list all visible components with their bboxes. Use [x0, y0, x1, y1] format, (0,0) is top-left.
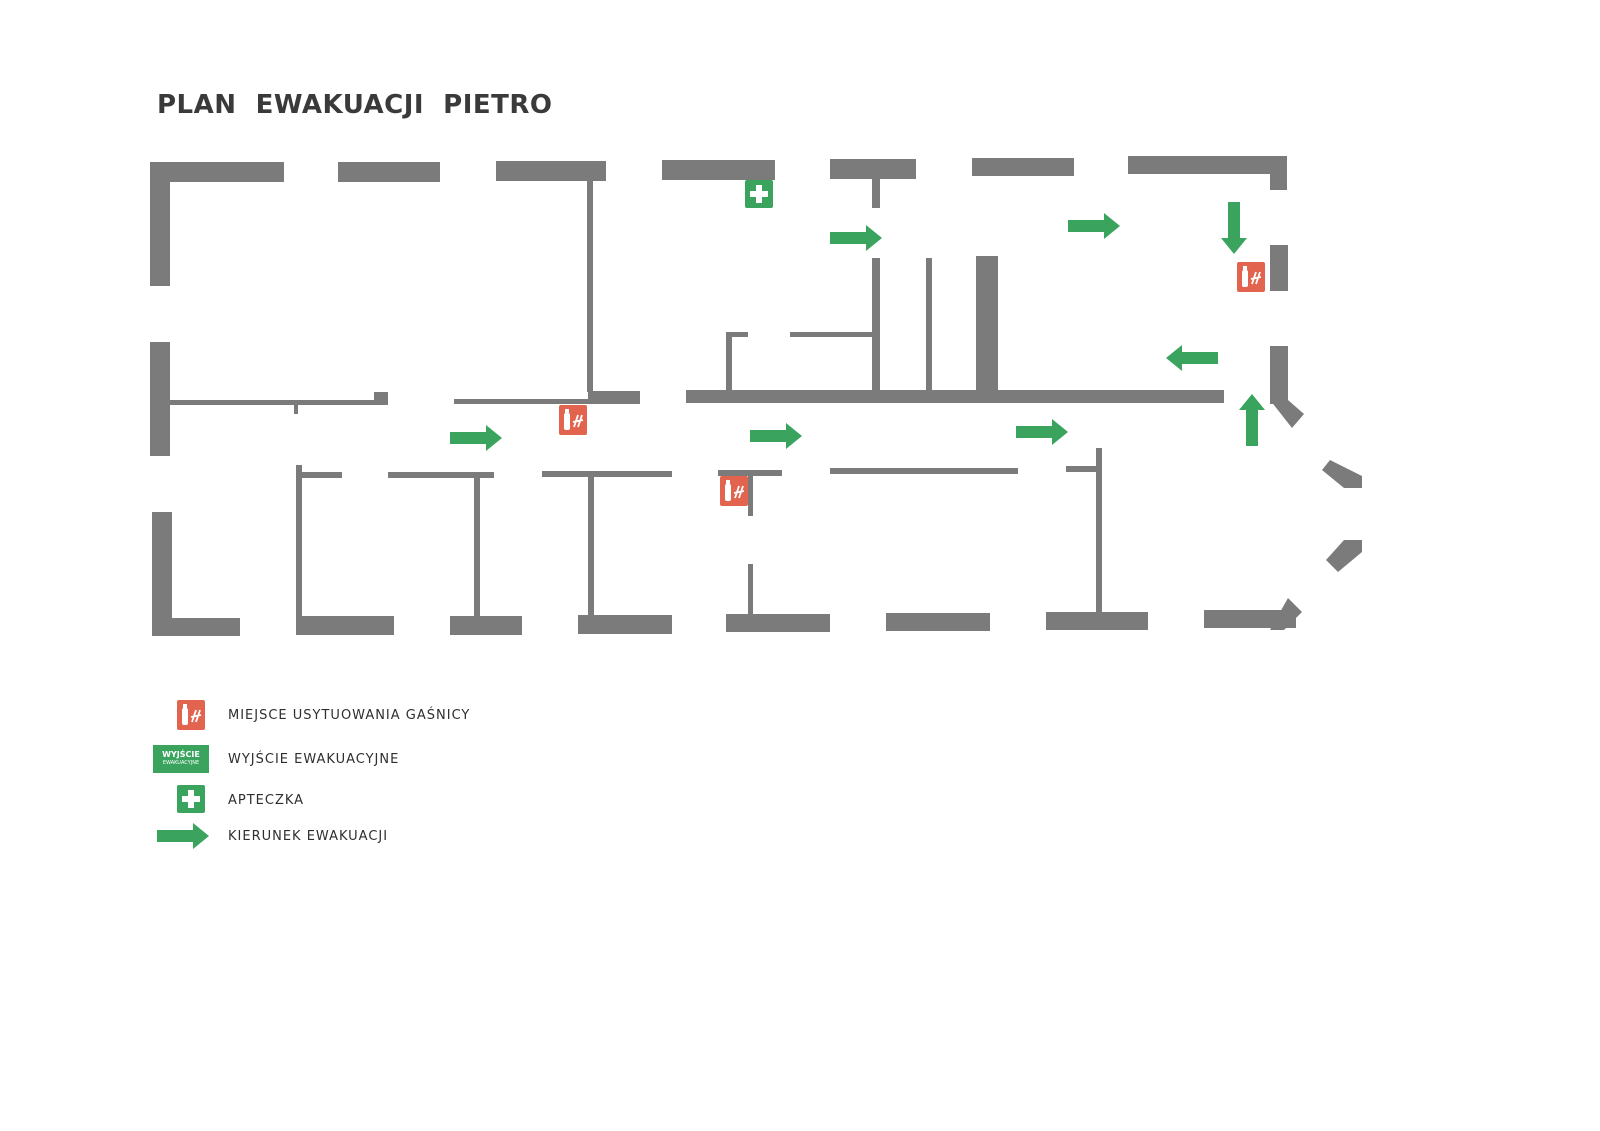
exit-sign-line1: WYJŚCIE — [162, 750, 200, 759]
upper-partition-3 — [790, 332, 874, 337]
wall-bottom-4 — [578, 615, 672, 634]
upper-partition-5 — [926, 258, 932, 392]
wall-left-2 — [150, 342, 170, 456]
wall-bottom-3 — [450, 616, 522, 635]
legend-label-first-aid: APTECZKA — [228, 792, 305, 808]
lower-top-5 — [830, 468, 1018, 474]
lower-partition-6 — [1096, 448, 1102, 614]
upper-partition-4 — [872, 258, 880, 392]
arrow-up-icon — [1239, 394, 1265, 446]
wall-bottom-8 — [1204, 610, 1296, 628]
legend-item-direction: KIERUNEK EWAKUACJI — [150, 818, 388, 854]
lower-top-6 — [1066, 466, 1102, 472]
wall-top-6 — [972, 158, 1074, 176]
corridor-top-wall-4 — [686, 390, 1224, 403]
arrow-down-icon — [1221, 202, 1247, 254]
wall-right-diag-1 — [1270, 400, 1304, 428]
wall-top-3 — [496, 161, 606, 181]
arrow-right-icon — [750, 423, 802, 449]
wall-top-5 — [830, 159, 916, 179]
lower-partition-3 — [588, 471, 594, 617]
wall-top-stub — [872, 176, 880, 208]
first-aid-icon — [745, 180, 773, 208]
corridor-top-wall-1 — [170, 400, 386, 405]
arrow-right-icon — [830, 225, 882, 251]
arrow-right-icon — [450, 425, 502, 451]
arrow-right-icon — [1016, 419, 1068, 445]
upper-partition-6 — [976, 256, 998, 392]
lower-top-3 — [542, 471, 672, 477]
lower-partition-2 — [474, 472, 480, 618]
wall-right-1 — [1270, 245, 1288, 291]
arrow-right-icon — [1068, 213, 1120, 239]
legend-item-extinguisher: MIEJSCE USYTUOWANIA GAŚNICY — [150, 697, 470, 733]
exit-sign-line2: EWAKUACYJNE — [162, 760, 200, 766]
lower-stub-4b — [748, 564, 753, 614]
wall-left-1 — [150, 162, 170, 286]
walls — [150, 156, 1362, 636]
wall-top-2 — [338, 162, 440, 182]
corridor-top-wall-3 — [588, 391, 640, 404]
wall-top-1 — [150, 162, 284, 182]
lower-top-2 — [388, 472, 494, 478]
wall-bottom-7 — [1046, 612, 1148, 630]
corridor-top-stub-1 — [374, 392, 388, 405]
wall-top-4 — [662, 160, 775, 180]
upper-partition-2 — [726, 332, 732, 392]
wall-top-right-corner — [1270, 156, 1287, 190]
wall-left-3 — [152, 512, 172, 636]
lower-top-1 — [296, 472, 342, 478]
fire-extinguisher-icon — [1236, 261, 1266, 293]
exit-sign-icon: WYJŚCIE EWAKUACYJNE — [153, 745, 209, 773]
lower-stub-1 — [296, 465, 302, 617]
legend-item-first-aid: APTECZKA — [150, 782, 304, 818]
wall-bottom-2 — [296, 616, 394, 635]
corridor-top-wall-2 — [454, 399, 594, 404]
plan-title: PLAN EWAKUACJI PIETRO — [157, 90, 553, 120]
wall-bottom-6 — [886, 613, 990, 631]
fire-extinguisher-icon — [558, 404, 588, 436]
wall-right-2 — [1270, 346, 1288, 404]
wall-top-7 — [1128, 156, 1287, 174]
legend-label-direction: KIERUNEK EWAKUACJI — [228, 828, 389, 844]
corridor-top-stub-2 — [294, 400, 298, 414]
wall-bottom-5 — [726, 614, 830, 632]
wall-bottom-1 — [152, 618, 240, 636]
legend-item-exit: WYJŚCIE EWAKUACYJNE WYJŚCIE EWAKUACYJNE — [150, 741, 399, 777]
wall-right-diag-2 — [1322, 460, 1362, 488]
legend-label-extinguisher: MIEJSCE USYTUOWANIA GAŚNICY — [228, 707, 471, 723]
legend-label-exit: WYJŚCIE EWAKUACYJNE — [228, 751, 400, 767]
lower-stub-4 — [748, 470, 753, 516]
fire-extinguisher-icon — [719, 475, 749, 507]
upper-partition-2-top — [726, 332, 748, 337]
upper-partition-1 — [587, 180, 593, 392]
wall-right-diag-3 — [1326, 540, 1362, 572]
arrow-left-icon — [1166, 345, 1218, 371]
